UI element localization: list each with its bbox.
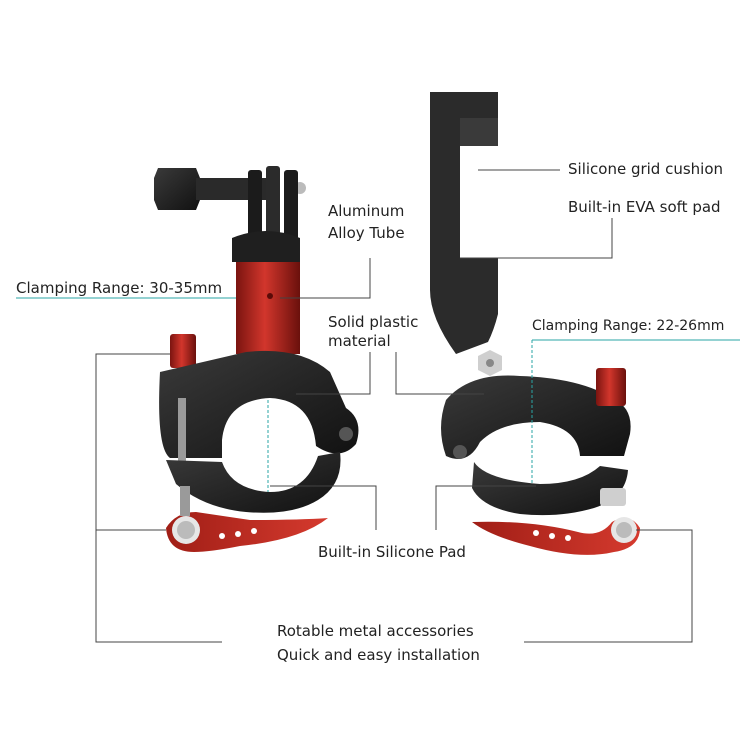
red-lock-knob bbox=[170, 334, 196, 368]
right-upper-clamp bbox=[441, 375, 631, 459]
upper-clamp bbox=[159, 350, 359, 458]
right-red-knob bbox=[596, 368, 626, 406]
right-lower-clamp bbox=[472, 462, 628, 516]
solid-plastic-line1: Solid plastic bbox=[328, 313, 419, 331]
quick-install-label: Quick and easy installation bbox=[277, 646, 480, 664]
aluminum-tube-label: Aluminum Alloy Tube bbox=[328, 200, 405, 244]
solid-plastic-label: Solid plastic material bbox=[328, 313, 418, 351]
right-lever bbox=[472, 518, 640, 555]
solid-plastic-line2: material bbox=[328, 332, 391, 350]
right-mount bbox=[430, 92, 640, 555]
clamping-range-left-label: Clamping Range: 30-35mm bbox=[16, 279, 223, 297]
measurement-lines bbox=[16, 297, 740, 492]
thumb-screw-knob bbox=[154, 168, 306, 210]
aluminum-tube bbox=[236, 262, 300, 354]
left-mount bbox=[154, 166, 359, 552]
aluminum-tube-line1: Aluminum bbox=[328, 202, 405, 220]
clamping-range-right-label: Clamping Range: 22-26mm bbox=[532, 318, 725, 334]
silicone-grid-cushion-label: Silicone grid cushion bbox=[568, 160, 724, 178]
lower-clamp bbox=[166, 452, 341, 513]
eva-soft-pad-label: Built-in EVA soft pad bbox=[568, 198, 721, 216]
silicone-pad-label: Built-in Silicone Pad bbox=[318, 543, 466, 561]
aluminum-tube-line2: Alloy Tube bbox=[328, 224, 405, 242]
leader-lines bbox=[95, 169, 693, 643]
rotatable-metal-label: Rotable metal accessories bbox=[277, 622, 474, 640]
phone-holder bbox=[430, 92, 498, 354]
left-lever bbox=[166, 512, 328, 552]
